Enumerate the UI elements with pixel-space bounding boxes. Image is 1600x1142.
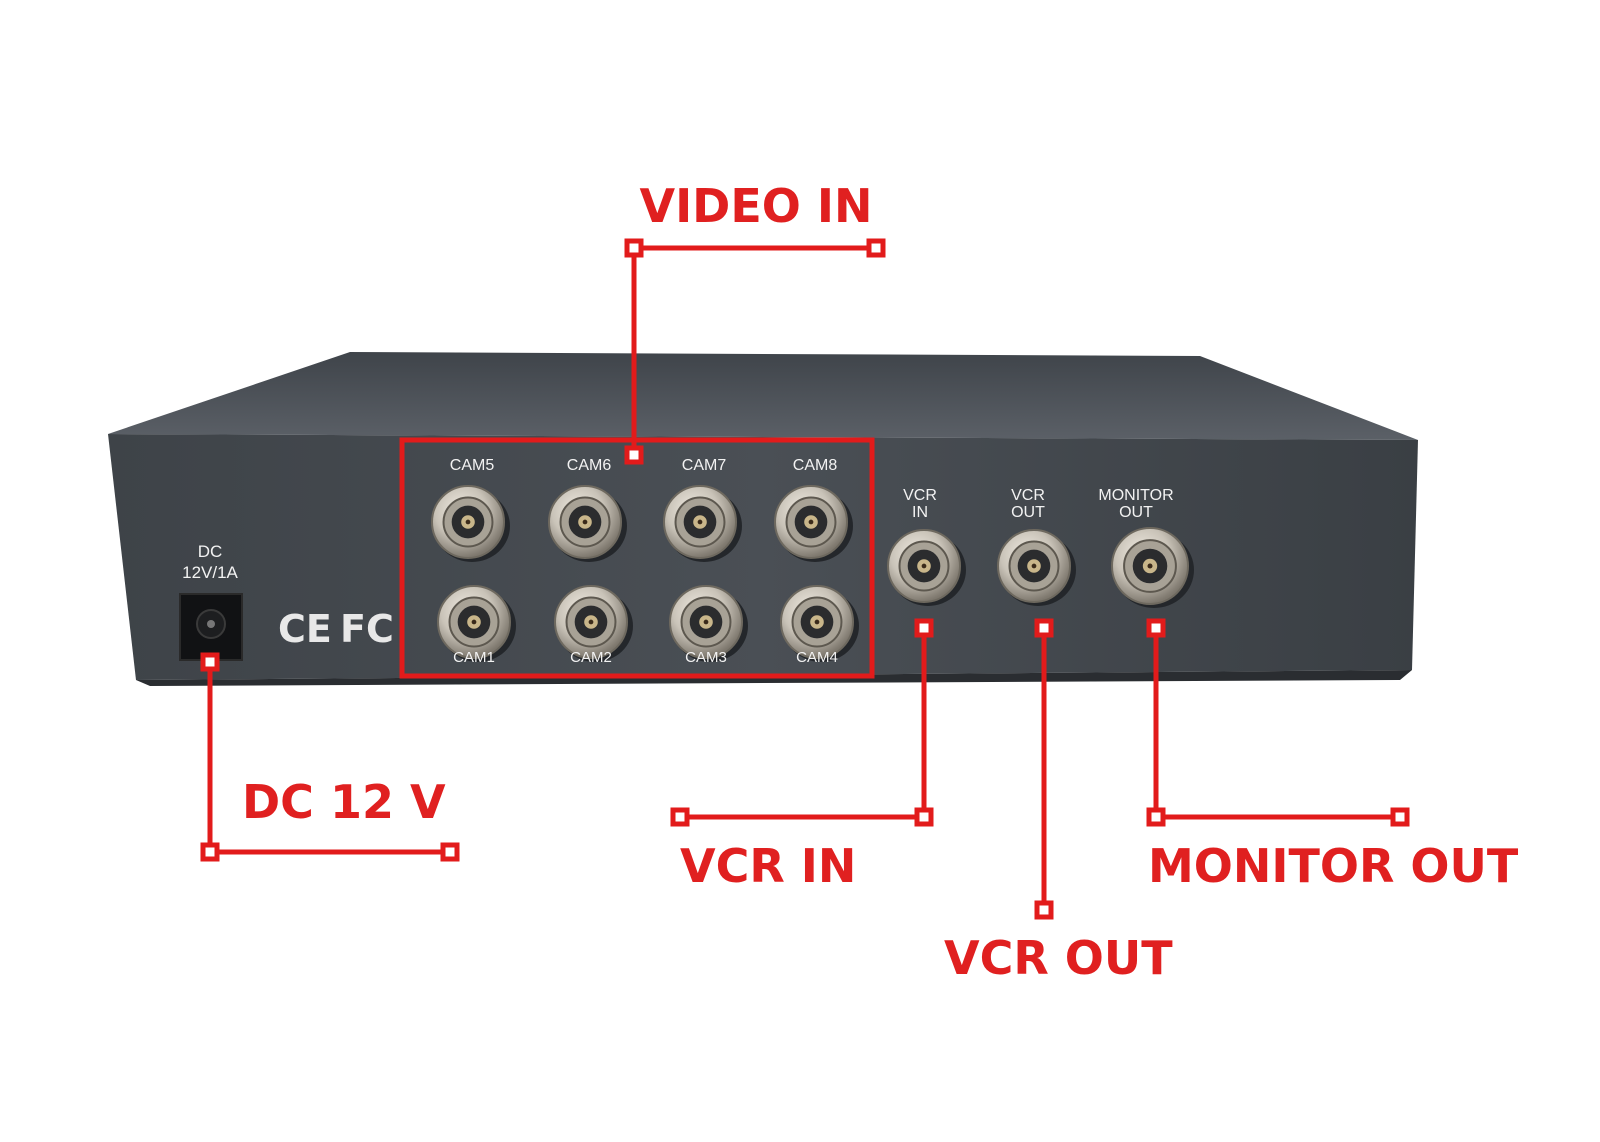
camera-label-bottom: CAM4 bbox=[796, 649, 838, 666]
bnc-connector-icon[interactable] bbox=[548, 485, 627, 562]
output-connectors bbox=[887, 527, 1194, 608]
power-label-rating: 12V/1A bbox=[182, 563, 238, 582]
fcc-mark-icon: FC bbox=[340, 607, 394, 651]
device-body bbox=[108, 352, 1418, 686]
video-in-node-1 bbox=[624, 238, 644, 258]
bnc-connector-icon[interactable] bbox=[997, 529, 1076, 606]
output-labels: VCR IN VCR OUT MONITOR OUT bbox=[903, 487, 1174, 521]
bnc-connector-icon[interactable] bbox=[437, 585, 516, 662]
monitor-out-node-1 bbox=[1146, 618, 1166, 638]
vcr-out-label-1: VCR bbox=[1011, 487, 1045, 504]
bnc-connector-icon[interactable] bbox=[554, 585, 633, 662]
video-in-node-3 bbox=[624, 445, 644, 465]
bnc-connector-icon[interactable] bbox=[431, 485, 510, 562]
camera-label-top: CAM6 bbox=[567, 457, 612, 474]
certification-marks: CE FC bbox=[278, 607, 394, 651]
vcr-in-node-2 bbox=[914, 807, 934, 827]
video-in-node-2 bbox=[866, 238, 886, 258]
vcr-in-node-1 bbox=[914, 618, 934, 638]
monitor-out-label-2: OUT bbox=[1119, 504, 1153, 521]
dc-callout: DC 12 V bbox=[242, 775, 446, 829]
camera-label-bottom: CAM2 bbox=[570, 649, 612, 666]
device-rear-panel bbox=[108, 434, 1418, 680]
bnc-connector-icon[interactable] bbox=[663, 485, 742, 562]
bnc-connector-icon[interactable] bbox=[774, 485, 853, 562]
dc-node-3 bbox=[440, 842, 460, 862]
power-label-dc: DC bbox=[198, 542, 223, 561]
vcr-out-callout: VCR OUT bbox=[944, 931, 1173, 985]
monitor-out-label-1: MONITOR bbox=[1098, 487, 1173, 504]
vcr-in-callout: VCR IN bbox=[680, 839, 856, 893]
dc-node-2 bbox=[200, 842, 220, 862]
camera-label-bottom: CAM3 bbox=[685, 649, 727, 666]
bnc-connector-icon[interactable] bbox=[1111, 527, 1194, 608]
bnc-connector-icon[interactable] bbox=[780, 585, 859, 662]
device-top-face bbox=[108, 352, 1418, 440]
ce-mark-icon: CE bbox=[278, 607, 332, 651]
callout-leads bbox=[200, 238, 1410, 920]
camera-label-top: CAM7 bbox=[682, 457, 727, 474]
vcr-in-label-1: VCR bbox=[903, 487, 937, 504]
vcr-out-node-1 bbox=[1034, 618, 1054, 638]
video-in-highlight-box bbox=[399, 437, 875, 679]
vcr-out-node-2 bbox=[1034, 900, 1054, 920]
camera-label-top: CAM5 bbox=[450, 457, 495, 474]
bnc-connector-icon[interactable] bbox=[669, 585, 748, 662]
video-in-callout: VIDEO IN bbox=[639, 179, 872, 233]
vcr-in-node-3 bbox=[670, 807, 690, 827]
power-jack-icon[interactable] bbox=[179, 593, 243, 661]
vcr-in-label-2: IN bbox=[912, 504, 928, 521]
monitor-out-node-2 bbox=[1146, 807, 1166, 827]
camera-label-bottom: CAM1 bbox=[453, 649, 495, 666]
camera-label-top: CAM8 bbox=[793, 457, 838, 474]
vcr-out-label-2: OUT bbox=[1011, 504, 1045, 521]
monitor-out-callout: MONITOR OUT bbox=[1148, 839, 1519, 893]
power-section: DC 12V/1A bbox=[179, 542, 243, 661]
bnc-connector-icon[interactable] bbox=[887, 529, 966, 606]
monitor-out-node-3 bbox=[1390, 807, 1410, 827]
callout-labels: VIDEO IN DC 12 V VCR IN VCR OUT MONITOR … bbox=[242, 179, 1519, 985]
dc-node-1 bbox=[200, 652, 220, 672]
